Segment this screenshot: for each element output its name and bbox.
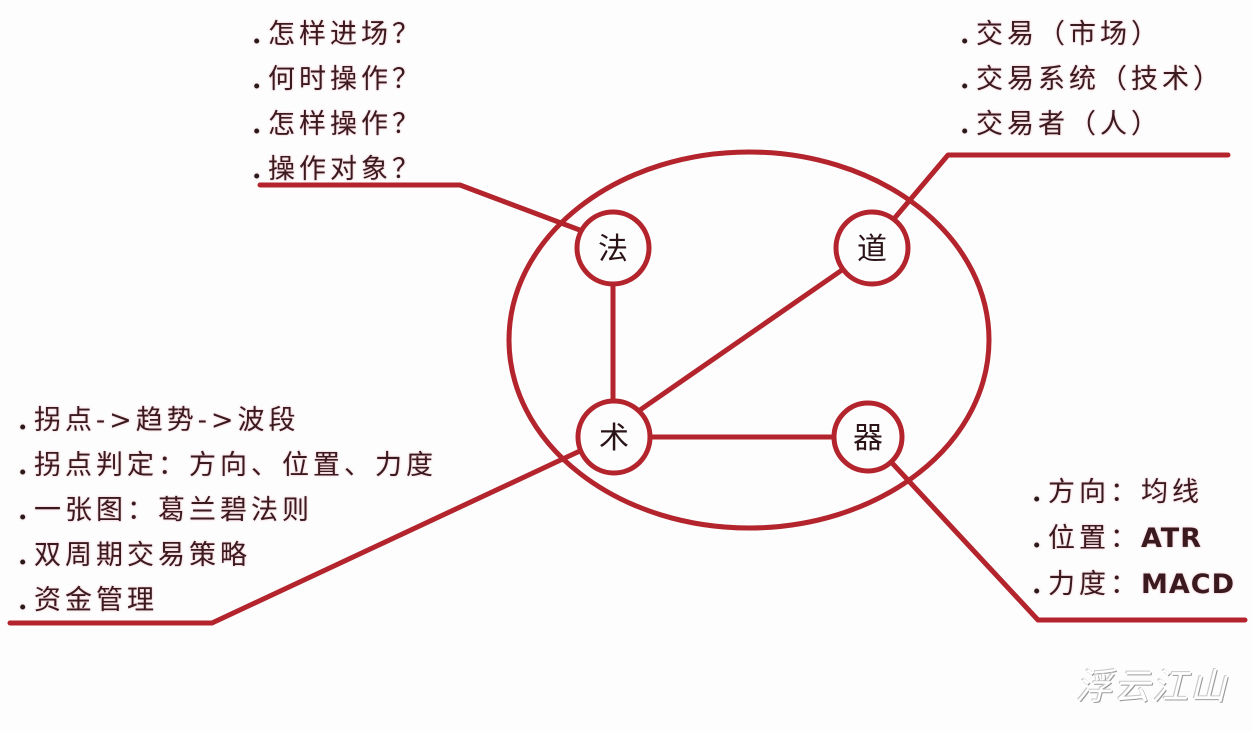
list-item: .何时操作？ <box>252 57 423 102</box>
bullet: . <box>18 495 28 526</box>
node-circle-dao <box>833 209 911 287</box>
node-label-shu: 术 <box>599 421 629 456</box>
bullet: . <box>18 585 28 616</box>
watermark: 浮云江山 <box>1075 667 1228 708</box>
shu-technique-list: .拐点->趋势->波段 .拐点判定：方向、位置、力度 .一张图：葛兰碧法则 .双… <box>18 398 437 623</box>
bullet: . <box>1032 523 1042 554</box>
qi-tool-list: .方向：均线 .位置：ATR .力度：MACD <box>1032 470 1235 608</box>
list-item: .怎样进场？ <box>252 12 423 57</box>
bullet: . <box>1032 477 1042 508</box>
leader-line-dao <box>890 152 1231 223</box>
leader-line-shu <box>7 447 585 626</box>
list-item: .力度：MACD <box>1032 562 1235 608</box>
list-item: .双周期交易策略 <box>18 533 437 578</box>
bullet: . <box>18 450 28 481</box>
bullet: . <box>18 405 28 436</box>
bullet: . <box>960 19 970 50</box>
list-item: .怎样操作？ <box>252 102 423 147</box>
edge-shu-dao <box>637 267 845 413</box>
list-item: .一张图：葛兰碧法则 <box>18 488 437 533</box>
node-circle-fa <box>574 209 652 287</box>
node-label-fa: 法 <box>598 232 628 267</box>
node-label-qi: 器 <box>853 421 883 456</box>
bullet: . <box>18 540 28 571</box>
list-item: .拐点判定：方向、位置、力度 <box>18 443 437 488</box>
leader-line-fa <box>257 182 588 235</box>
fa-method-list: .怎样进场？ .何时操作？ .怎样操作？ .操作对象？ <box>252 12 423 192</box>
bullet: . <box>252 109 262 140</box>
bullet: . <box>960 109 970 140</box>
list-item: .拐点->趋势->波段 <box>18 398 437 443</box>
node-label-dao: 道 <box>857 232 887 267</box>
list-item: .交易（市场） <box>960 12 1224 57</box>
list-item: .交易者（人） <box>960 102 1224 147</box>
list-item: .方向：均线 <box>1032 470 1235 516</box>
list-item: .交易系统（技术） <box>960 57 1224 102</box>
node-circle-shu <box>575 398 653 476</box>
bullet: . <box>252 19 262 50</box>
bullet: . <box>252 64 262 95</box>
bullet: . <box>960 64 970 95</box>
node-circle-qi <box>831 400 905 474</box>
list-item: .资金管理 <box>18 578 437 623</box>
leader-line-qi <box>890 461 1248 623</box>
bullet: . <box>252 154 262 185</box>
outer-ellipse <box>506 149 992 531</box>
dao-principle-list: .交易（市场） .交易系统（技术） .交易者（人） <box>960 12 1224 147</box>
list-item: .位置：ATR <box>1032 516 1235 562</box>
list-item: .操作对象？ <box>252 147 423 192</box>
bullet: . <box>1032 569 1042 600</box>
